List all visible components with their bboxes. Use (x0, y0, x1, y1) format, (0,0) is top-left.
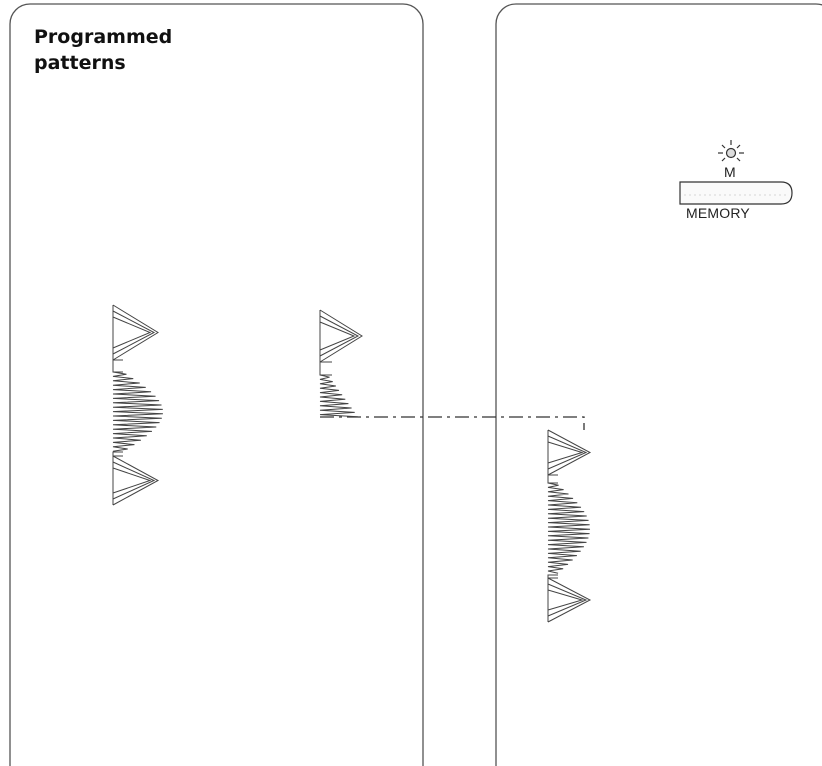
stitch-step (112, 359, 123, 373)
stitch-pattern-partial (319, 309, 363, 418)
panel-title-line1: Programmed (34, 26, 173, 48)
stitch-step (112, 451, 123, 457)
panel-title-line2: patterns (34, 52, 126, 74)
stitch-step (547, 474, 558, 484)
stitch-step (547, 574, 558, 579)
stitch-motif (112, 455, 160, 506)
stitch-zigzag (112, 371, 163, 452)
stitch-motif (319, 309, 363, 363)
stitch-step (319, 361, 332, 376)
memory-button[interactable] (679, 181, 793, 205)
memory-lamp-icon (718, 140, 744, 162)
left-panel (9, 3, 424, 766)
stitch-zigzag (319, 374, 358, 418)
memory-button-label[interactable]: MEMORY (686, 205, 750, 221)
stitch-motif (547, 577, 592, 623)
connector-line (320, 416, 585, 430)
stitch-motif (547, 429, 592, 476)
stitch-pattern-memorized (547, 429, 592, 623)
memory-indicator-label: M (724, 164, 736, 180)
stitch-motif (112, 304, 159, 361)
right-panel (495, 3, 822, 766)
stitch-pattern-full (112, 304, 163, 506)
stitch-zigzag (547, 482, 591, 574)
panel-title: Programmed patterns (34, 24, 294, 76)
